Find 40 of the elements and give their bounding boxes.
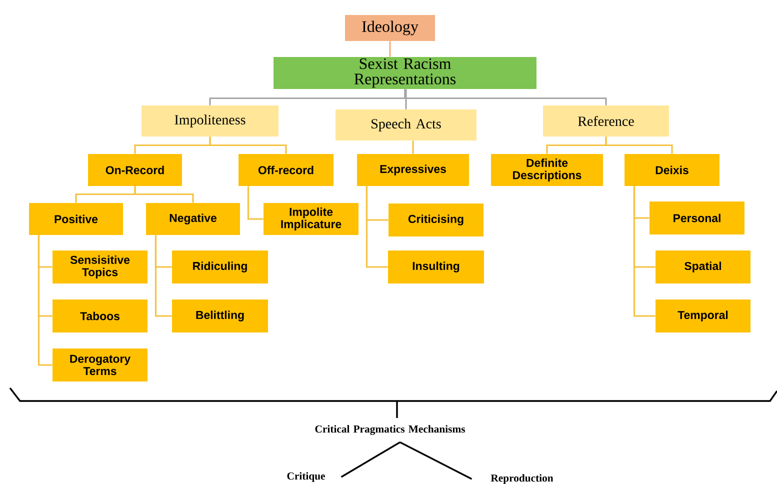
category-box: Sexist Racism Representations (274, 57, 536, 89)
category-box: On-Record (88, 154, 182, 186)
category-box: Sensisitive Topics (52, 250, 148, 284)
category-box: Deixis (624, 154, 720, 186)
category-box: Derogatory Terms (52, 348, 148, 382)
connector-line (389, 41, 391, 57)
category-box: Taboos (52, 300, 148, 332)
connector-line (366, 186, 388, 268)
connector-line (405, 89, 407, 110)
category-box: Insulting (388, 250, 484, 284)
connector-line (209, 136, 287, 154)
connector-line (154, 235, 172, 317)
connector-line (633, 186, 656, 317)
category-box: Ideology (345, 15, 435, 41)
connector-line (400, 441, 472, 480)
category-box: Speech Acts (336, 110, 476, 140)
category-box: Reference (543, 106, 669, 136)
outcome-label: Critique (287, 472, 325, 482)
outcome-label: Reproduction (490, 474, 554, 484)
connector-line (404, 89, 607, 106)
category-box: Positive (29, 203, 123, 235)
category-box: Off-record (238, 154, 334, 186)
mechanism-label: Critical Pragmatics Mechanisms (315, 425, 465, 435)
category-box: Expressives (357, 154, 469, 186)
category-box: Impoliteness (142, 106, 278, 136)
category-box: Personal (650, 202, 744, 234)
category-box: Impolite Implicature (264, 203, 358, 235)
category-box: Definite Descriptions (491, 154, 603, 186)
connector-line (605, 136, 673, 154)
connector-line (134, 186, 194, 203)
category-box: Ridiculing (172, 250, 268, 284)
category-box: Belittling (172, 300, 268, 332)
connector-line (247, 186, 264, 220)
category-box: Spatial (656, 250, 750, 284)
category-box: Criticising (388, 204, 484, 236)
connector-line (340, 442, 400, 478)
category-box: Temporal (656, 300, 750, 332)
connector-line (38, 235, 52, 366)
category-box: Negative (146, 203, 240, 235)
connector-line (412, 140, 414, 154)
